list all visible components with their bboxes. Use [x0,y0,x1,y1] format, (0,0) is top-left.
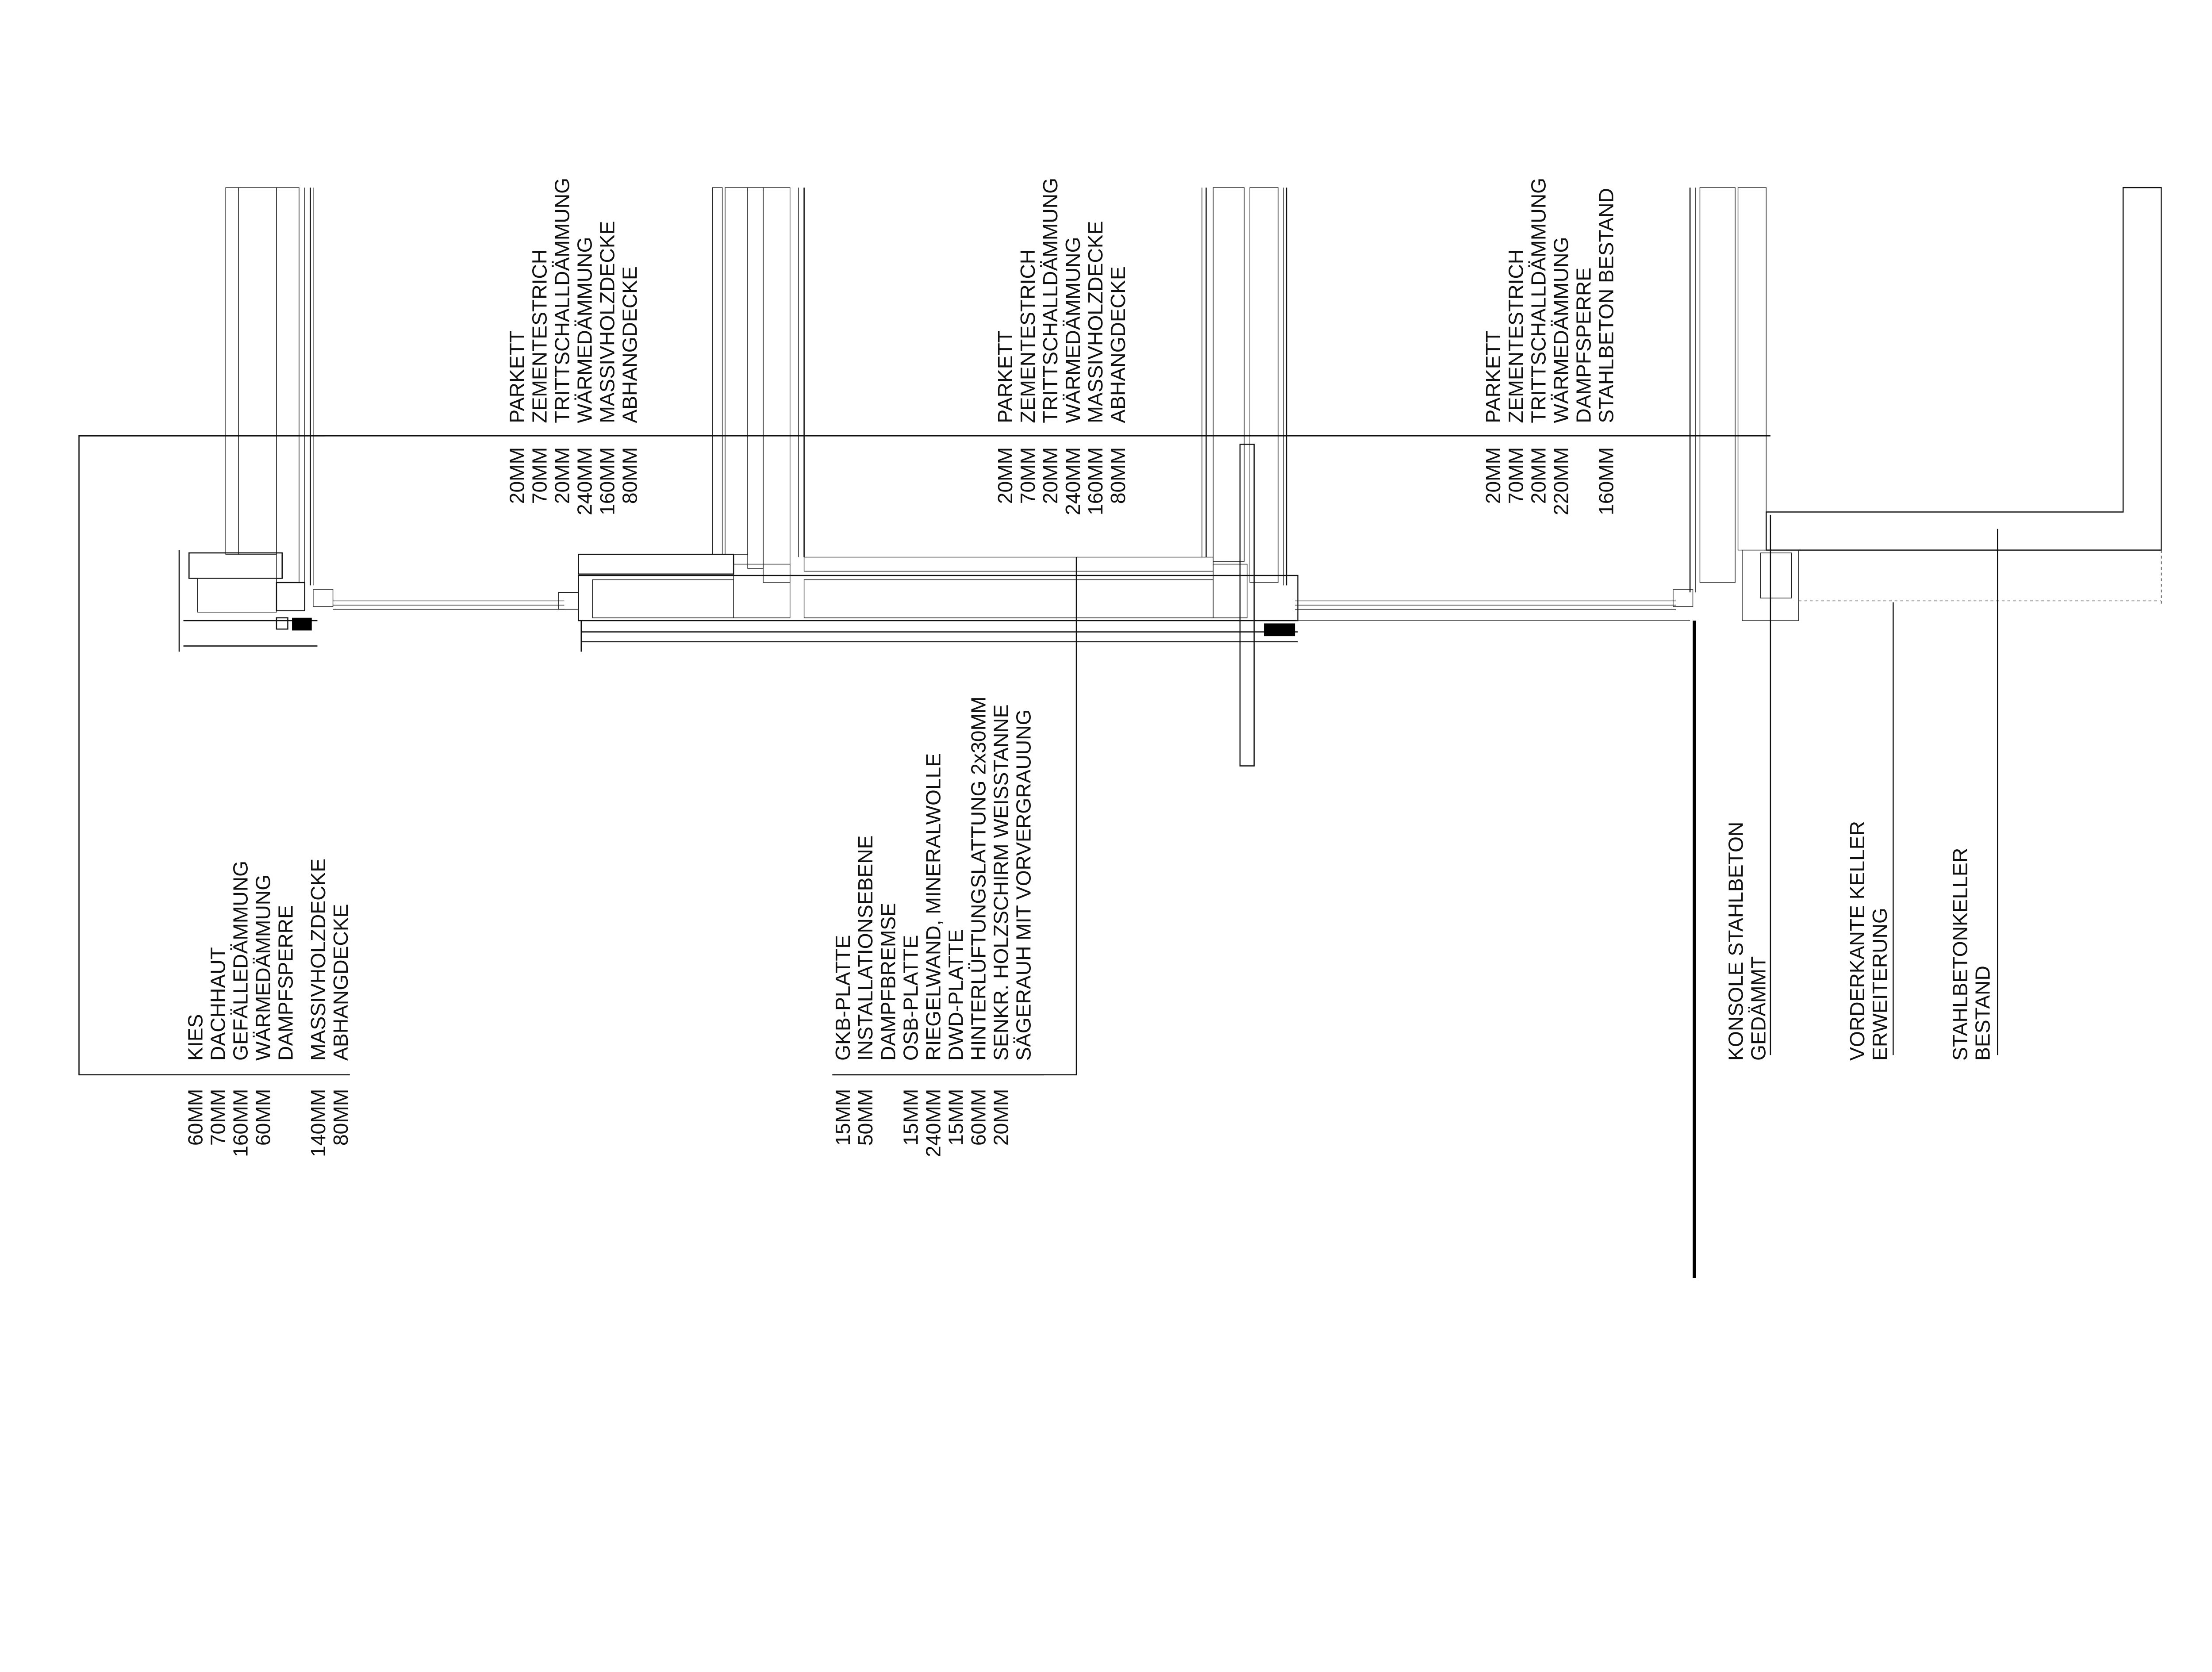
leader-lines [78,435,1998,1076]
layer-thickness: 160MM [1084,447,1107,515]
layer-label: GEFÄLLEDÄMMUNG [229,861,252,1061]
annotation-label: STAHLBETONKELLER [1949,848,1972,1061]
annotation-label: GEDÄMMT [1747,956,1770,1061]
layer-label: INSTALLATIONSEBENE [854,836,877,1061]
layer-label: DAMPFSPERRE [274,905,297,1061]
layer-label: SÄGERAUH MIT VORVERGRAUUNG [1012,709,1035,1061]
layer-thickness: 80MM [1106,447,1129,504]
layer-thickness: 20MM [1482,447,1505,504]
layer-thickness: 20MM [1527,447,1550,504]
layer-thickness: 70MM [1016,447,1039,504]
layer-thickness: 20MM [989,1089,1012,1146]
layer-label: ABHANGDECKE [1106,266,1129,423]
layer-thickness: 80MM [329,1089,352,1146]
annotation-label: ERWEITERUNG [1868,908,1891,1061]
middle-slab-section [578,187,1298,652]
layer-thickness: 220MM [1549,447,1572,515]
layer-thickness: 20MM [994,447,1017,504]
right-upper-wall-section [1202,187,1295,767]
annotation-label: KONSOLE STAHLBETON [1724,822,1747,1061]
layer-thickness: 20MM [1039,447,1062,504]
layer-label: DAMPFSPERRE [1572,268,1595,423]
layer-label: ABHANGDECKE [618,266,641,423]
layer-label: WÄRMEDÄMMUNG [573,237,596,423]
layer-label: TRITTSCHALLDÄMMUNG [1527,178,1550,423]
layer-label: MASSIVHOLZDECKE [307,859,330,1061]
layer-label: KIES [184,1014,207,1061]
window-upper [333,592,579,610]
layer-label: ZEMENTESTRICH [1016,249,1039,423]
layer-thickness: 15MM [944,1089,967,1146]
layer-label: PARKETT [1482,330,1505,423]
layer-label: ZEMENTESTRICH [528,249,551,423]
layer-label: WÄRMEDÄMMUNG [1061,237,1084,423]
layer-label: OSB-PLATTE [899,935,922,1061]
layer-thickness: 70MM [528,447,551,504]
layer-label: WÄRMEDÄMMUNG [252,874,275,1061]
layer-label: DAMPFBREMSE [876,903,899,1061]
layer-thickness: 160MM [229,1089,252,1157]
layer-label: TRITTSCHALLDÄMMUNG [551,178,574,423]
layer-thickness: 60MM [967,1089,990,1146]
layer-label: ABHANGDECKE [329,904,352,1061]
layer-label: GKB-PLATTE [831,935,854,1061]
layer-thickness: 15MM [899,1089,922,1146]
layer-label: RIEGELWAND, MINERALWOLLE [922,753,945,1061]
layer-thickness: 160MM [596,447,619,515]
layer-label: WÄRMEDÄMMUNG [1549,237,1572,423]
layer-thickness: 240MM [1061,447,1084,515]
layer-thickness: 70MM [207,1089,230,1146]
annotation-label: VORDERKANTE KELLER [1846,821,1869,1061]
layer-thickness: 140MM [307,1089,330,1157]
layer-label: MASSIVHOLZDECKE [596,221,619,423]
section-drawing: KIES 60MM DACHHAUT 70MM GEFÄLLEDÄMMUNG 160MM W… [78,178,2162,1278]
layer-label: ZEMENTESTRICH [1504,249,1527,423]
layer-thickness: 80MM [618,447,641,504]
layer-label: DACHHAUT [207,947,230,1061]
annotation-label: BESTAND [1971,966,1994,1061]
layer-label: HINTERLÜFTUNGSLATTUNG 2x30MM [967,696,990,1060]
roof-wall-section [178,187,334,652]
layer-label: PARKETT [506,330,529,423]
layer-thickness: 60MM [184,1089,207,1146]
layer-thickness: 20MM [506,447,529,504]
layer-thickness: 15MM [831,1089,854,1146]
layer-thickness: 240MM [922,1089,945,1157]
layer-thickness: 70MM [1504,447,1527,504]
window-lower [1295,589,1694,621]
layer-label: TRITTSCHALLDÄMMUNG [1039,178,1062,423]
layer-thickness: 240MM [573,447,596,515]
layer-label: DWD-PLATTE [944,929,967,1061]
layer-thickness: 60MM [252,1089,275,1146]
layer-thickness: 160MM [1594,447,1617,515]
layer-label: PARKETT [994,330,1017,423]
layer-label: SENKR. HOLZSCHIRM WEISSTANNE [989,704,1012,1061]
layer-thickness: 20MM [551,447,574,504]
layer-label: STAHLBETON BESTAND [1594,188,1617,423]
layer-labels: KIES 60MM DACHHAUT 70MM GEFÄLLEDÄMMUNG 160MM W… [184,178,1994,1157]
basement-section [1689,187,2162,1278]
layer-thickness: 50MM [854,1089,877,1146]
layer-label: MASSIVHOLZDECKE [1084,221,1107,423]
